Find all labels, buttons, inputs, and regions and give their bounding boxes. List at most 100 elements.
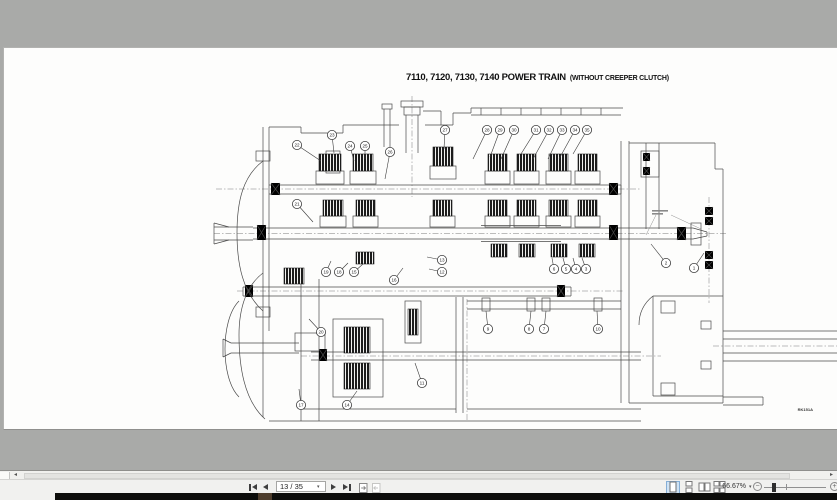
- svg-text:30: 30: [511, 128, 517, 133]
- svg-text:29: 29: [497, 128, 503, 133]
- facing-view-icon: [698, 482, 710, 492]
- document-canvas[interactable]: 7110, 7120, 7130, 7140 POWER TRAIN(WITHO…: [0, 0, 837, 470]
- callout-24: 24: [344, 140, 355, 162]
- svg-text:31: 31: [533, 128, 539, 133]
- continuous-facing-view-icon: [713, 481, 725, 493]
- horizontal-scrollbar[interactable]: ◂ ▸: [0, 470, 837, 480]
- next-page-button[interactable]: [331, 482, 336, 492]
- callout-33: 33: [547, 125, 568, 160]
- svg-text:7: 7: [543, 327, 546, 332]
- scroll-left-icon: ◂: [13, 472, 17, 478]
- taskbar-strip-dark: [55, 493, 837, 500]
- callout-13: 13: [426, 254, 447, 265]
- taskbar-strip-accent: [258, 493, 272, 500]
- single-page-view-button[interactable]: [666, 480, 680, 493]
- callout-11: 11: [414, 362, 427, 388]
- zoom-slider-thumb[interactable]: [772, 482, 776, 492]
- callout-6: 6: [549, 257, 560, 274]
- svg-text:2: 2: [665, 261, 668, 266]
- callout-29: 29: [489, 125, 505, 158]
- zoom-slider[interactable]: [764, 487, 826, 488]
- zoom-level-value[interactable]: 66.67%: [722, 483, 746, 490]
- scrollbar-thumb[interactable]: [24, 473, 790, 479]
- svg-text:1: 1: [693, 266, 696, 271]
- svg-text:27: 27: [442, 128, 448, 133]
- callout-18: 18: [333, 262, 349, 277]
- callout-21: 21: [291, 198, 314, 223]
- callout-12: 12: [428, 266, 447, 277]
- diagram-art: [213, 96, 837, 422]
- zoom-out-icon: −: [755, 483, 760, 490]
- svg-text:18: 18: [336, 270, 342, 275]
- next-view-icon: [372, 483, 381, 493]
- svg-text:34: 34: [572, 128, 578, 133]
- svg-text:5: 5: [565, 267, 568, 272]
- callout-1: 1: [689, 252, 705, 273]
- first-page-icon: [249, 483, 251, 491]
- callout-35: 35: [572, 125, 593, 155]
- callout-16: 16: [388, 267, 404, 285]
- previous-page-button[interactable]: [263, 482, 268, 492]
- callout-22: 22: [291, 139, 322, 162]
- previous-view-icon: [359, 483, 368, 493]
- svg-text:11: 11: [420, 381, 425, 386]
- svg-text:17: 17: [298, 403, 304, 408]
- callout-14: 14: [341, 390, 358, 410]
- svg-text:15: 15: [351, 270, 357, 275]
- svg-text:20: 20: [318, 330, 324, 335]
- next-page-icon: [331, 484, 336, 490]
- taskbar-strip: [0, 493, 837, 500]
- callout-23: 23: [326, 129, 337, 154]
- svg-text:13: 13: [439, 258, 445, 263]
- page-number-dropdown-icon[interactable]: ▾: [317, 484, 320, 490]
- callout-30: 30: [500, 125, 519, 160]
- callout-34: 34: [558, 125, 581, 160]
- zoom-in-button[interactable]: +: [830, 482, 837, 491]
- zoom-out-button[interactable]: −: [753, 482, 762, 491]
- figure-code: RK151A: [798, 407, 813, 412]
- callout-20: 20: [308, 318, 326, 337]
- page-title-main: 7110, 7120, 7130, 7140 POWER TRAIN: [406, 72, 566, 83]
- callout-3: 3: [581, 257, 592, 274]
- callout-25: 25: [359, 140, 370, 159]
- svg-text:22: 22: [294, 143, 300, 148]
- callout-4: 4: [571, 257, 582, 274]
- last-page-button[interactable]: [343, 482, 351, 492]
- callout-15: 15: [348, 263, 364, 277]
- page-title-sub: (WITHOUT CREEPER CLUTCH): [569, 75, 669, 82]
- svg-text:3: 3: [585, 267, 588, 272]
- continuous-view-icon: [685, 481, 693, 493]
- zoom-dropdown-icon[interactable]: ▾: [749, 484, 752, 490]
- continuous-facing-view-button[interactable]: [712, 481, 726, 493]
- page-number-input[interactable]: [276, 481, 326, 492]
- svg-text:24: 24: [347, 144, 353, 149]
- svg-text:4: 4: [575, 267, 578, 272]
- svg-text:23: 23: [329, 133, 335, 138]
- svg-text:16: 16: [391, 278, 397, 283]
- callout-26: 26: [384, 146, 395, 180]
- callout-2: 2: [650, 243, 672, 268]
- svg-text:9: 9: [487, 327, 490, 332]
- callout-28: 28: [472, 125, 492, 160]
- svg-text:19: 19: [323, 270, 329, 275]
- scroll-right-button[interactable]: ▸: [826, 472, 837, 480]
- svg-text:14: 14: [344, 403, 350, 408]
- callout-31: 31: [520, 125, 542, 155]
- svg-text:33: 33: [559, 128, 565, 133]
- last-page-icon: [343, 484, 348, 490]
- scroll-left-button[interactable]: ◂: [10, 472, 21, 480]
- next-view-button[interactable]: [371, 481, 382, 493]
- facing-view-button[interactable]: [697, 481, 711, 494]
- previous-view-button[interactable]: [358, 481, 369, 493]
- svg-text:28: 28: [484, 128, 490, 133]
- first-page-button[interactable]: [249, 482, 257, 492]
- svg-text:10: 10: [595, 327, 601, 332]
- page-title: 7110, 7120, 7130, 7140 POWER TRAIN(WITHO…: [406, 67, 669, 85]
- svg-text:21: 21: [294, 202, 300, 207]
- svg-text:32: 32: [546, 128, 552, 133]
- document-page: 7110, 7120, 7130, 7140 POWER TRAIN(WITHO…: [3, 47, 837, 430]
- zoom-slider-tick: [786, 484, 787, 490]
- continuous-view-button[interactable]: [682, 481, 696, 493]
